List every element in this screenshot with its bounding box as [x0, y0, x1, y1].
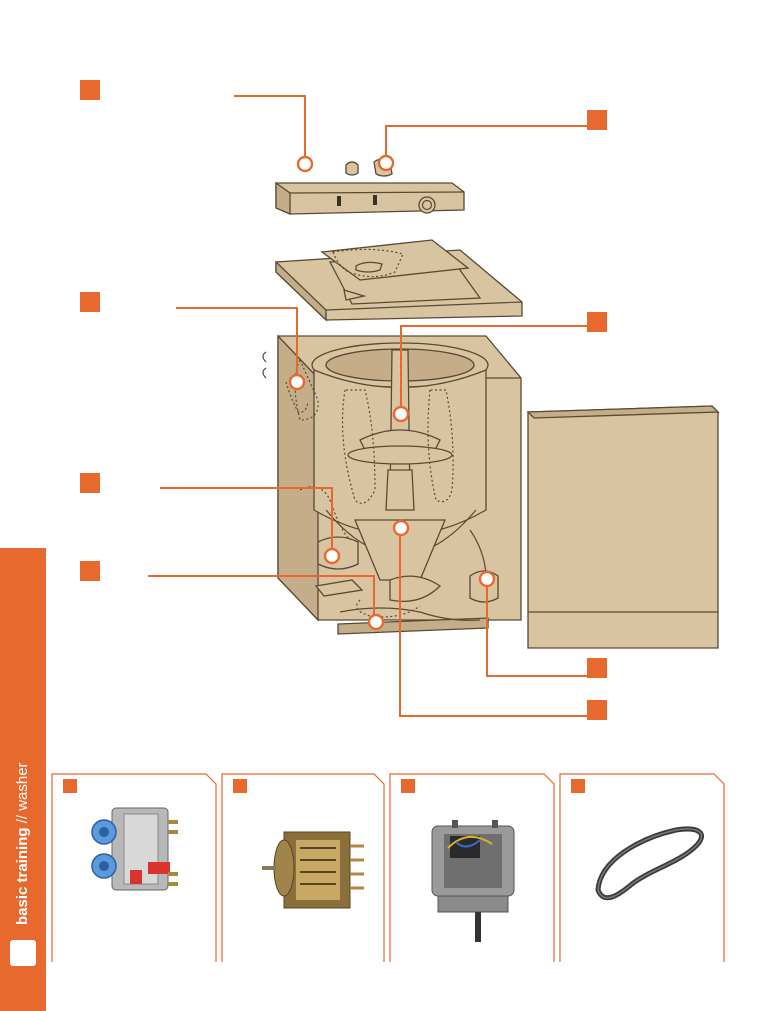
leader-line [386, 126, 587, 160]
washer-front-panel [528, 406, 718, 648]
leader-line [234, 96, 305, 160]
part-marker-circle [394, 407, 408, 421]
part-card [560, 774, 724, 962]
part-marker-circle [480, 572, 494, 586]
part-marker-circle [379, 156, 393, 170]
part-marker-circle [290, 375, 304, 389]
callout-marker [80, 473, 100, 493]
part-marker-circle [369, 615, 383, 629]
callout-marker [587, 700, 607, 720]
washer-lid [276, 240, 522, 320]
callout-marker [80, 292, 100, 312]
callout-marker [587, 658, 607, 678]
card-marker [63, 779, 77, 793]
part-marker-circle [394, 521, 408, 535]
card-marker [571, 779, 585, 793]
callout-marker [80, 561, 100, 581]
callout-marker [587, 312, 607, 332]
card-marker [233, 779, 247, 793]
callout-marker [80, 80, 100, 100]
card-marker [401, 779, 415, 793]
part-marker-circle [298, 157, 312, 171]
part-marker-circle [325, 549, 339, 563]
callout-marker [587, 110, 607, 130]
